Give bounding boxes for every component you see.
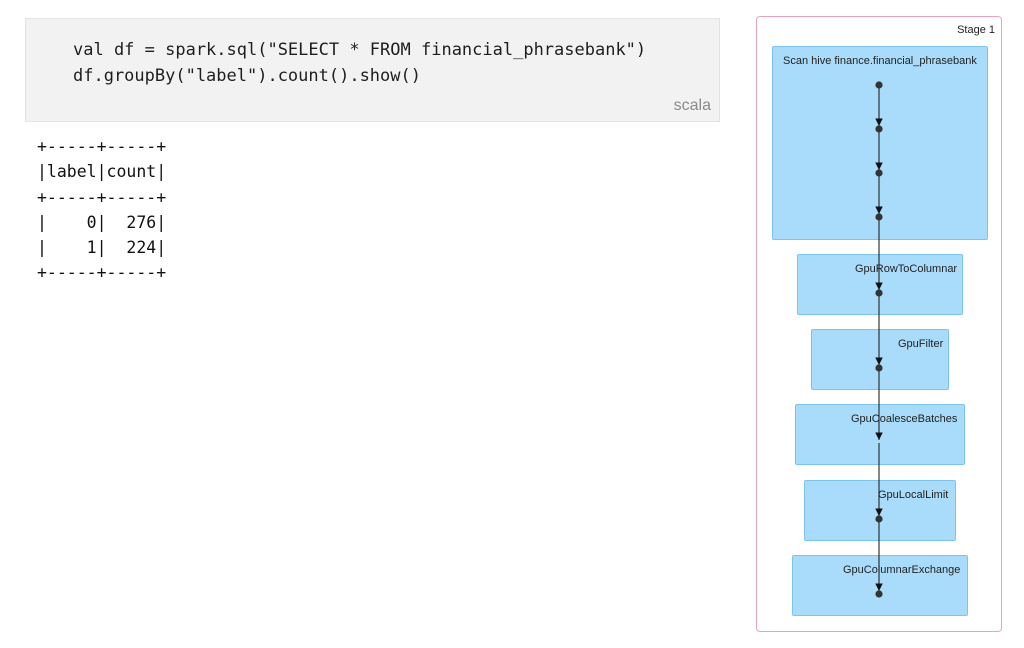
- stage-panel: Stage 1 Scan hive finance.financial_phra…: [756, 16, 1002, 632]
- output-line: | 1| 224|: [37, 238, 167, 258]
- dag-node-label: GpuCoalesceBatches: [851, 413, 958, 425]
- dag-point: [875, 289, 883, 297]
- output-line: |label|count|: [37, 162, 167, 182]
- dag-node-label: GpuRowToColumnar: [855, 263, 958, 275]
- code-line-2: df.groupBy("label").count().show(): [73, 66, 421, 86]
- output-line: +-----+-----+: [37, 263, 167, 283]
- output-line: | 0| 276|: [37, 212, 167, 232]
- cell-output: +-----+-----+ |label|count| +-----+-----…: [37, 134, 166, 286]
- dag-node-label: GpuLocalLimit: [878, 489, 949, 501]
- code-line-1: val df = spark.sql("SELECT * FROM financ…: [73, 40, 647, 60]
- dag-point: [875, 213, 883, 221]
- dag-point: [875, 515, 883, 523]
- dag-edges: [875, 81, 883, 598]
- dag-point: [875, 81, 883, 89]
- language-tag: scala: [673, 97, 711, 114]
- output-line: +-----+-----+: [37, 187, 167, 207]
- dag-point: [875, 125, 883, 133]
- output-line: +-----+-----+: [37, 137, 167, 156]
- dag-point: [875, 169, 883, 177]
- dag-node-label: GpuFilter: [898, 338, 944, 350]
- stage-label: Stage 1: [957, 24, 995, 36]
- code-editor[interactable]: val df = spark.sql("SELECT * FROM financ…: [73, 37, 646, 89]
- code-cell[interactable]: val df = spark.sql("SELECT * FROM financ…: [25, 18, 720, 122]
- dag-point: [875, 364, 883, 372]
- dag-point: [875, 590, 883, 598]
- dag-node-gpu-filter[interactable]: GpuFilter: [811, 329, 949, 390]
- dag-node-label: Scan hive finance.financial_phrasebank: [783, 55, 977, 67]
- dag-node-label: GpuColumnarExchange: [843, 564, 961, 576]
